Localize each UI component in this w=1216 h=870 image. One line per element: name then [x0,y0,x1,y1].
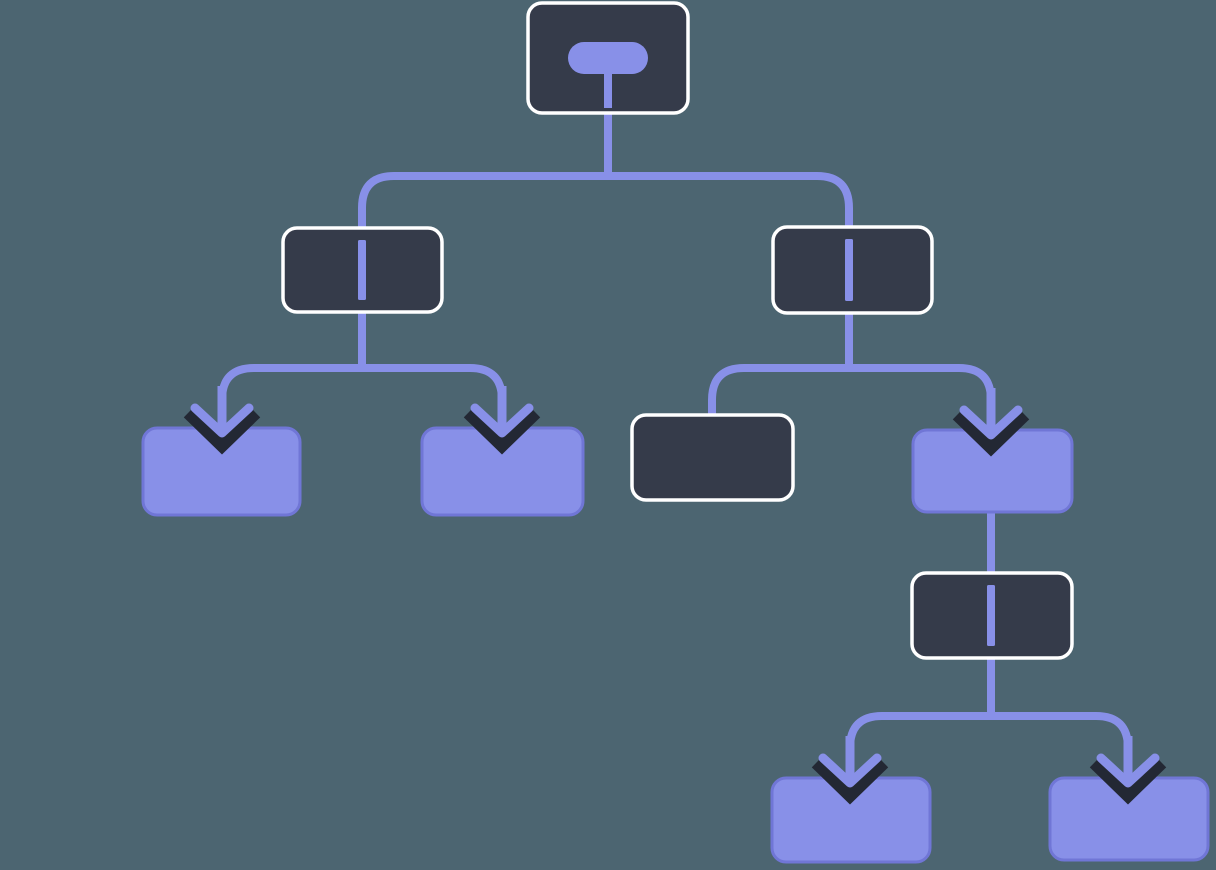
arrow-leaf-bottom-2-chevron-down-icon [1089,736,1167,805]
root-pill-icon [568,42,648,74]
passthrough-bar-icon [358,240,366,300]
chevron-dark-shape [952,408,1030,457]
edge-connector-right-to-dark-leaf [708,364,849,419]
arrow-leaf-left-2-chevron-down-icon [463,386,541,455]
tree-node-branch-bottom [910,571,1074,660]
tree-node-root [526,1,690,115]
tree-node-branch-left [281,226,444,314]
node-box-leaf-right-dark[interactable] [630,413,795,502]
chevron-dark-shape [463,406,541,455]
arrow-head-icon [470,403,534,438]
arrow-head-icon [1096,753,1160,788]
arrow-head-icon [959,405,1023,440]
passthrough-bar-icon [987,585,995,646]
edge-connector-root-to-right [608,172,853,231]
passthrough-bar-icon [845,239,853,301]
tree-node-branch-right [771,225,934,315]
arrow-leaf-bottom-1-chevron-down-icon [811,736,889,805]
root-pill-stem-icon [604,72,612,108]
tree-node-leaf-right-dark [630,413,795,502]
chevron-dark-shape [183,406,261,455]
edge-connector-root-to-left [358,172,608,232]
chevron-dark-shape [1089,756,1167,805]
arrow-head-icon [818,753,882,788]
chevron-dark-shape [811,756,889,805]
arrow-leaf-left-1-chevron-down-icon [183,386,261,455]
arrow-right-mid-chevron-down-icon [952,388,1030,457]
arrow-head-icon [190,403,254,438]
